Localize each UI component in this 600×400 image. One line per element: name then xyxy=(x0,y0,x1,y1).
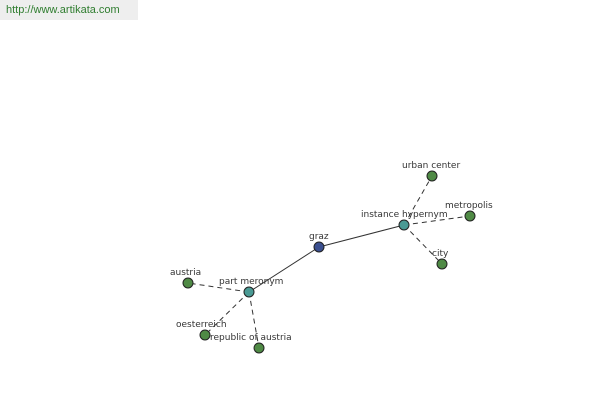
label-oesterreich: oesterreich xyxy=(176,320,227,330)
node-part-meronym[interactable] xyxy=(243,286,255,298)
node-graz[interactable] xyxy=(313,241,325,253)
site-link[interactable]: http://www.artikata.com xyxy=(6,4,120,16)
edge-hypernym-city xyxy=(403,224,443,265)
node-city[interactable] xyxy=(436,258,448,270)
node-oesterreich[interactable] xyxy=(199,329,211,341)
label-republic-of-austria: republic of austria xyxy=(210,333,292,343)
header-bar: http://www.artikata.com xyxy=(0,0,138,20)
label-graz: graz xyxy=(309,232,329,242)
edge-meronym-republic-of-austria xyxy=(248,291,260,349)
edge-hypernym-metropolis xyxy=(403,215,471,226)
label-austria: austria xyxy=(170,268,201,278)
nodes xyxy=(182,170,476,354)
edges xyxy=(187,175,471,349)
node-urban-center[interactable] xyxy=(426,170,438,182)
edge-hypernym-urban-center xyxy=(403,175,433,226)
label-instance-hypernym: instance hypernym xyxy=(361,210,448,220)
node-instance-hypernym[interactable] xyxy=(398,219,410,231)
edge-graz-part-meronym xyxy=(248,246,320,293)
edge-meronym-oesterreich xyxy=(204,291,250,336)
edge-graz-instance-hypernym xyxy=(318,224,405,248)
node-republic-of-austria[interactable] xyxy=(253,342,265,354)
label-urban-center: urban center xyxy=(402,161,460,171)
label-city: city xyxy=(432,249,449,259)
label-metropolis: metropolis xyxy=(445,201,493,211)
node-austria[interactable] xyxy=(182,277,194,289)
node-metropolis[interactable] xyxy=(464,210,476,222)
label-part-meronym: part meronym xyxy=(219,277,283,287)
edge-meronym-austria xyxy=(187,282,250,293)
